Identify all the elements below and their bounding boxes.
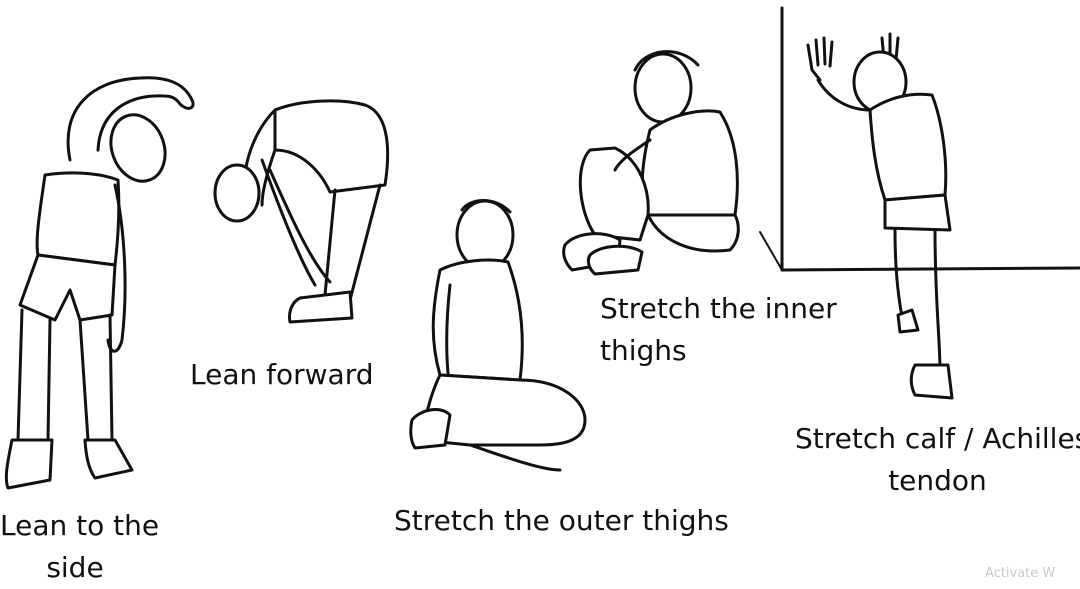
figure-lean-to-side	[4, 76, 195, 490]
label-outer-thighs: Stretch the outer thighs	[394, 504, 729, 537]
activate-windows-watermark: Activate W	[985, 566, 1056, 581]
label-calf-stretch-line2: tendon	[888, 464, 987, 497]
label-lean-to-side: Lean to the side	[0, 505, 160, 589]
label-calf-stretch-line1: Stretch calf / Achilles	[795, 422, 1080, 455]
figure-outer-thighs	[409, 199, 587, 472]
label-lean-forward: Lean forward	[190, 358, 374, 391]
label-lean-to-side-line1: Lean to the	[0, 509, 160, 542]
label-inner-thighs-line1: Stretch the inner	[600, 292, 837, 325]
label-inner-thighs-line2: thighs	[600, 334, 687, 367]
label-calf-stretch: Stretch calf / Achilles tendon	[795, 418, 1080, 502]
label-inner-thighs: Stretch the inner thighs	[600, 288, 837, 372]
figure-inner-thighs	[562, 50, 740, 276]
figure-calf-stretch	[759, 6, 1080, 400]
label-lean-to-side-line2: side	[46, 551, 104, 584]
figure-lean-forward	[213, 99, 390, 324]
